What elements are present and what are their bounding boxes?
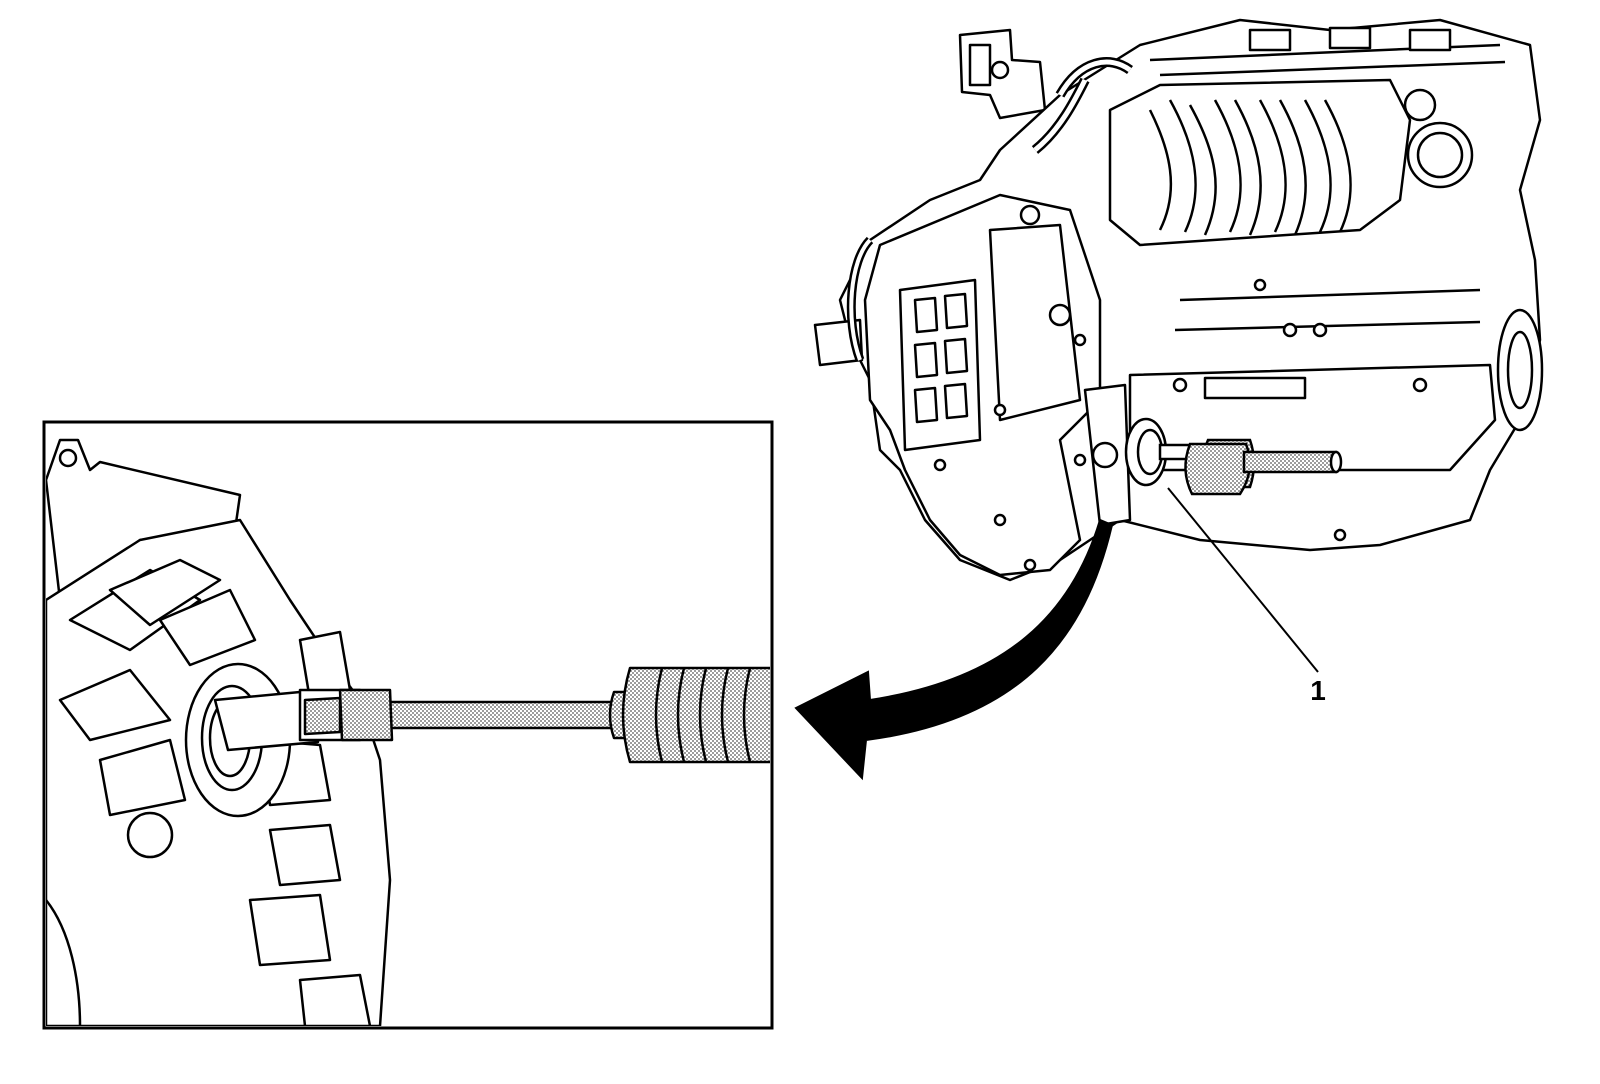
installer-tool-small: [1124, 417, 1343, 496]
callout-leader-line: [1167, 487, 1319, 673]
curved-arrow-icon: [794, 518, 1114, 781]
engine-assembly: [813, 18, 1544, 582]
callout-1-label: 1: [1310, 675, 1326, 706]
detail-inset: [42, 420, 774, 1030]
